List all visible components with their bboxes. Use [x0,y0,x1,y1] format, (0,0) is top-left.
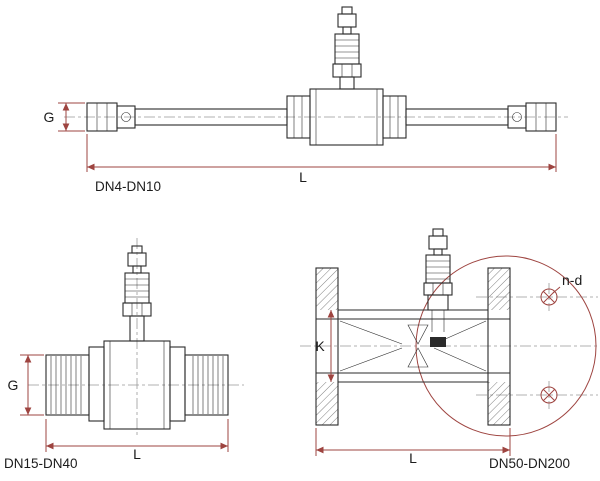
pipe-body [316,309,510,383]
view-label-dn50-dn200: DN50-DN200 [489,456,570,471]
dim-label-l: L [299,169,307,185]
mounting-boss [427,294,449,311]
sensor-head [423,228,453,311]
connector-cap [432,228,444,237]
end-fitting-right [507,102,557,132]
bolt-hole-callout: n-d [552,272,582,294]
fitting-hole [512,112,522,122]
view-dn4-dn10: G L DN4-DN10 [44,6,568,194]
sensor-head [122,245,152,342]
sensor-head [332,6,362,90]
dim-label-l: L [133,446,141,462]
internal-section [339,310,487,372]
meter-body [45,340,229,430]
flange-left [315,267,339,426]
amplifier-housing [334,33,360,65]
view-label-dn4-dn10: DN4-DN10 [95,179,161,194]
dim-label-l: L [409,450,417,466]
threaded-nipple-right [184,354,229,416]
pickup-coil [430,337,446,347]
connector-body [428,235,448,250]
view-dn15-dn40: G L DN15-DN40 [4,238,244,471]
dim-label-g: G [44,109,55,125]
connector-cap [341,6,353,15]
connector-body [337,13,357,28]
bolt-hole-bottom [540,386,558,404]
view-dn50-dn200: n-d K L DN50-DN200 [300,228,598,471]
threaded-nipple-left [45,354,90,416]
rotor-blade-upper [407,324,429,345]
hex-coupling-left [88,346,105,422]
connector-neck [342,26,352,35]
flange-right [487,267,511,426]
dimension-g: G [8,354,44,416]
sensor-hex-nut [332,63,362,78]
fitting-hole [121,112,131,122]
meter-body [86,88,557,146]
dimension-l: L [315,428,511,466]
end-fitting-left [86,102,136,132]
dimension-g: G [44,102,85,132]
dimension-k: K [315,310,335,382]
dim-label-g: G [8,377,19,393]
sensor-hex-nut [423,282,453,296]
rotor-blade-lower [407,347,429,368]
amplifier-housing [425,254,451,284]
dim-label-n-d: n-d [562,272,582,288]
view-label-dn15-dn40: DN15-DN40 [4,456,78,471]
connector-neck [433,248,443,256]
flange-face-circle [415,255,597,437]
amplifier-housing [124,272,150,304]
hex-coupling-right [169,346,186,422]
sensor-stem [339,76,355,90]
dim-label-k: K [315,338,325,354]
dimension-l: L [45,419,229,462]
dimension-l: L [86,134,557,185]
